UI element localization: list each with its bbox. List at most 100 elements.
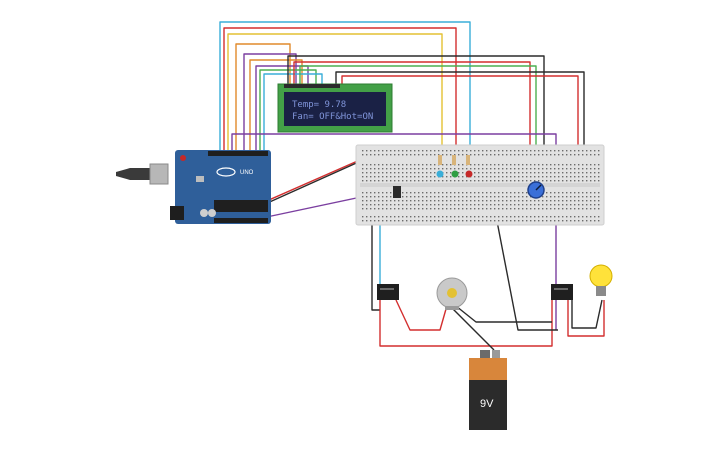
- wire-black-relay-bulb[interactable]: [571, 299, 603, 329]
- breadboard-hole: [466, 220, 468, 222]
- breadboard-hole: [434, 150, 436, 152]
- breadboard-hole: [518, 172, 520, 174]
- breadboard-hole: [514, 172, 516, 174]
- breadboard-hole: [362, 216, 364, 218]
- resistor-2[interactable]: [452, 155, 456, 165]
- dc-motor-fan[interactable]: [436, 277, 468, 310]
- wire-orange-lcd-2[interactable]: [249, 59, 303, 152]
- light-bulb[interactable]: [589, 264, 613, 296]
- resistor-3[interactable]: [466, 155, 470, 165]
- wire-purple-lcd-2[interactable]: [255, 65, 309, 152]
- breadboard-hole: [458, 180, 460, 182]
- wire-red-battery-loop[interactable]: [379, 300, 553, 347]
- lcd-16x2[interactable]: Temp= 9.78 Fan= OFF&Hot=ON: [277, 83, 393, 133]
- breadboard-hole: [474, 172, 476, 174]
- wire-green-lcd-2[interactable]: [299, 65, 537, 152]
- wire-purple-right[interactable]: [231, 133, 557, 330]
- breadboard-hole: [558, 220, 560, 222]
- wire-black-lcd-2[interactable]: [335, 71, 585, 190]
- breadboard-hole: [434, 208, 436, 210]
- wire-black-bb-relay[interactable]: [495, 215, 558, 331]
- breadboard-hole: [490, 164, 492, 166]
- breadboard-hole: [486, 150, 488, 152]
- breadboard-hole: [386, 150, 388, 152]
- breadboard-hole: [370, 208, 372, 210]
- breadboard-hole: [546, 176, 548, 178]
- breadboard-hole: [478, 172, 480, 174]
- wire-red-lcd-1[interactable]: [293, 61, 531, 152]
- wire-black-lcd-1[interactable]: [287, 55, 545, 152]
- breadboard-hole: [434, 196, 436, 198]
- breadboard-hole: [410, 150, 412, 152]
- breadboard-hole: [578, 204, 580, 206]
- breadboard-hole: [542, 220, 544, 222]
- breadboard-hole: [450, 220, 452, 222]
- breadboard-hole: [578, 208, 580, 210]
- wire-red-relay-motor[interactable]: [395, 299, 449, 331]
- breadboard-hole: [502, 168, 504, 170]
- breadboard-hole: [394, 172, 396, 174]
- breadboard-hole: [550, 192, 552, 194]
- breadboard-hole: [562, 164, 564, 166]
- breadboard-hole: [562, 216, 564, 218]
- breadboard-hole: [470, 168, 472, 170]
- breadboard-hole: [562, 208, 564, 210]
- breadboard-hole: [570, 216, 572, 218]
- wire-red-lcd-2[interactable]: [341, 75, 579, 152]
- breadboard-hole: [406, 180, 408, 182]
- wire-black-motor-right[interactable]: [455, 305, 552, 323]
- breadboard-hole: [454, 154, 456, 156]
- breadboard-hole: [366, 216, 368, 218]
- wire-red-relay-bulb[interactable]: [567, 300, 605, 337]
- relay-left[interactable]: [377, 284, 399, 300]
- breadboard-hole: [406, 176, 408, 178]
- breadboard[interactable]: [355, 144, 605, 226]
- breadboard-hole: [598, 200, 600, 202]
- breadboard-hole: [586, 216, 588, 218]
- breadboard-hole: [482, 192, 484, 194]
- usb-connector[interactable]: [116, 168, 150, 180]
- wire-red-top[interactable]: [223, 27, 457, 152]
- breadboard-hole: [562, 150, 564, 152]
- arduino-uno[interactable]: UNO: [116, 150, 271, 224]
- breadboard-hole: [458, 176, 460, 178]
- breadboard-hole: [566, 204, 568, 206]
- led-green[interactable]: [451, 170, 459, 178]
- breadboard-hole: [426, 168, 428, 170]
- wire-black-motor-battery[interactable]: [451, 307, 495, 351]
- breadboard-hole: [510, 164, 512, 166]
- breadboard-hole: [390, 204, 392, 206]
- breadboard-hole: [450, 204, 452, 206]
- led-red[interactable]: [465, 170, 473, 178]
- breadboard-hole: [506, 150, 508, 152]
- breadboard-hole: [534, 220, 536, 222]
- reset-button[interactable]: [180, 155, 186, 161]
- breadboard-hole: [554, 172, 556, 174]
- breadboard-hole: [450, 208, 452, 210]
- breadboard-hole: [374, 196, 376, 198]
- breadboard-hole: [482, 208, 484, 210]
- breadboard-hole: [590, 220, 592, 222]
- breadboard-hole: [482, 220, 484, 222]
- led-blue[interactable]: [436, 170, 444, 178]
- wire-orange-lcd[interactable]: [235, 43, 291, 152]
- potentiometer[interactable]: [527, 181, 545, 199]
- relay-right[interactable]: [551, 284, 573, 300]
- wire-yellow-top[interactable]: [227, 33, 443, 152]
- breadboard-hole: [538, 204, 540, 206]
- breadboard-hole: [538, 180, 540, 182]
- breadboard-hole: [530, 168, 532, 170]
- lcd-line-2: Fan= OFF&Hot=ON: [292, 112, 373, 122]
- breadboard-hole: [542, 154, 544, 156]
- breadboard-hole: [398, 150, 400, 152]
- breadboard-hole: [578, 154, 580, 156]
- breadboard-hole: [394, 208, 396, 210]
- temperature-sensor[interactable]: [393, 186, 401, 198]
- resistor-1[interactable]: [438, 155, 442, 165]
- breadboard-hole: [458, 164, 460, 166]
- breadboard-hole: [594, 216, 596, 218]
- wire-cyan-lcd[interactable]: [263, 73, 323, 152]
- breadboard-hole: [462, 172, 464, 174]
- wire-cyan-top[interactable]: [219, 21, 471, 152]
- battery-9v[interactable]: 9V: [469, 350, 507, 430]
